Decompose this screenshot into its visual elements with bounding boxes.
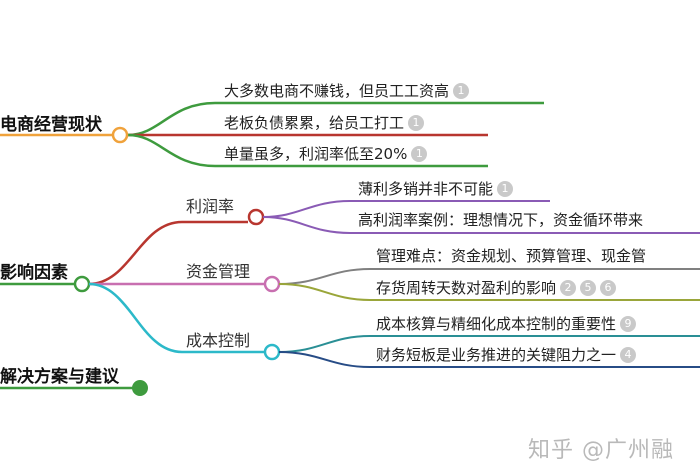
connector-factors-to-profit xyxy=(88,220,248,286)
connector-profit-to-item2 xyxy=(262,216,700,234)
connector-cost-to-item1 xyxy=(278,335,700,353)
connector-status-to-item3 xyxy=(127,133,488,168)
citation-badge: 1 xyxy=(453,83,470,99)
citation-badge: 1 xyxy=(408,115,425,131)
branch-status-label: 电商经营现状 xyxy=(0,115,102,135)
node-solutions-dot xyxy=(132,380,148,396)
citation-badge: 2 xyxy=(560,280,577,296)
node-funds-dot xyxy=(263,275,281,293)
branch-factors-label: 影响因素 xyxy=(0,263,68,283)
connector-factors-to-cost xyxy=(88,282,266,354)
group-cost-label: 成本控制 xyxy=(186,331,251,350)
citation-badge: 1 xyxy=(497,181,514,197)
status-item-3: 单量虽多，利润率低至20%1 xyxy=(224,146,428,162)
group-funds-label: 资金管理 xyxy=(186,262,251,281)
citation-badge: 5 xyxy=(580,280,597,296)
branch-solutions-label: 解决方案与建议 xyxy=(0,367,119,387)
connector-funds-to-item1 xyxy=(278,268,700,285)
connector-status-to-item1 xyxy=(127,101,544,137)
watermark: 知乎 @广州融 xyxy=(528,438,674,463)
citation-badge: 6 xyxy=(600,280,617,296)
profit-item-2: 高利润率案例：理想情况下，资金循环带来 xyxy=(358,211,644,229)
connector-profit-to-item1 xyxy=(262,200,550,218)
group-profit-label: 利润率 xyxy=(186,197,235,216)
node-cost-dot xyxy=(263,343,281,361)
node-factors-dot xyxy=(73,275,91,293)
node-profit-dot xyxy=(247,208,265,226)
citation-badge: 1 xyxy=(411,146,428,162)
citation-badge: 9 xyxy=(620,316,637,332)
funds-item-1: 管理难点：资金规划、预算管理、现金管 xyxy=(376,247,647,265)
citation-badge: 4 xyxy=(620,347,637,363)
connector-cost-to-item2 xyxy=(278,351,700,368)
node-status-dot xyxy=(111,126,129,144)
connector-funds-to-item2 xyxy=(278,283,700,301)
